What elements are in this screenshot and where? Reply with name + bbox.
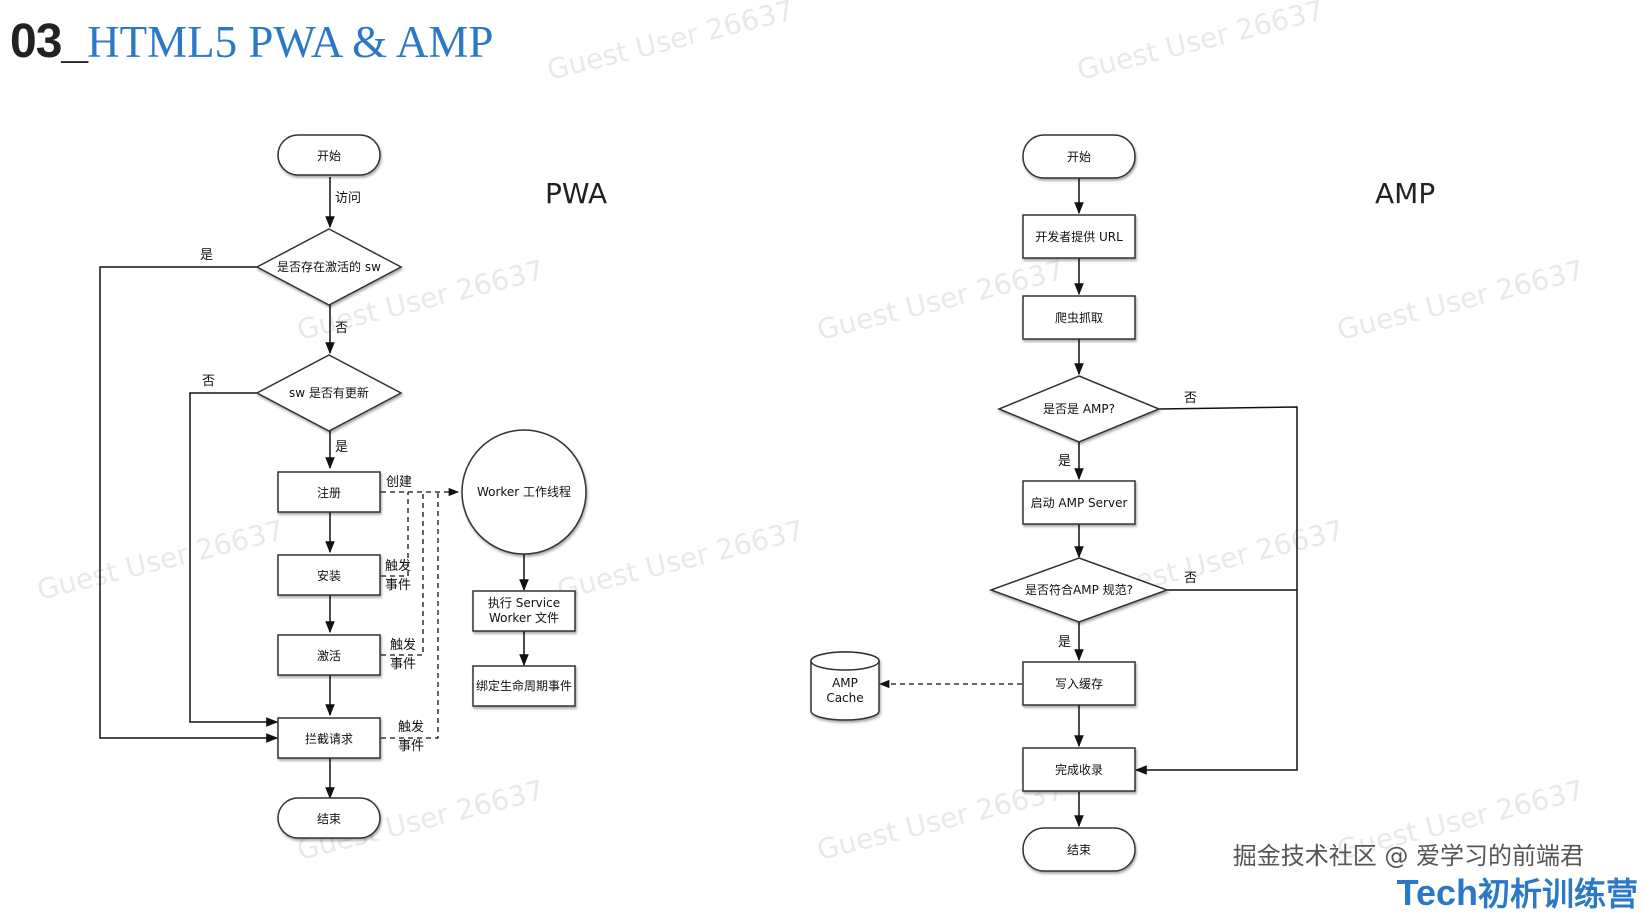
edge-label-no: 否 bbox=[1184, 391, 1197, 406]
edge-label-trigger: 事件 bbox=[398, 739, 424, 754]
amp-start-node: 开始 bbox=[1022, 134, 1136, 179]
edge-label-create: 创建 bbox=[386, 475, 412, 490]
node-label: 安装 bbox=[317, 568, 341, 583]
watermark: Guest User 26637 bbox=[1334, 254, 1587, 347]
node-label: 是否是 AMP? bbox=[1043, 402, 1115, 416]
slide-header: 03_HTML5 PWA & AMP bbox=[10, 14, 493, 69]
edge-label-trigger: 事件 bbox=[390, 657, 416, 672]
amp-write-cache-node: 写入缓存 bbox=[1022, 661, 1136, 706]
node-label: 结束 bbox=[1067, 843, 1091, 857]
node-label: Worker 文件 bbox=[489, 610, 559, 625]
watermark: Guest User 26637 bbox=[554, 514, 807, 607]
amp-flowchart: AMP 否 是 否 是 开始 开发者提供 URL 爬虫抓取 bbox=[810, 134, 1435, 872]
node-label: 注册 bbox=[317, 485, 341, 500]
amp-provide-url-node: 开发者提供 URL bbox=[1022, 214, 1136, 259]
node-label: 执行 Service bbox=[488, 596, 560, 610]
pwa-label: PWA bbox=[545, 177, 607, 210]
pwa-exec-sw-node: 执行 Service Worker 文件 bbox=[472, 590, 576, 632]
pwa-end-node: 结束 bbox=[277, 797, 381, 839]
pwa-intercept-node: 拦截请求 bbox=[277, 717, 381, 759]
slide-number: 03_ bbox=[10, 15, 88, 68]
watermark: Guest User 26637 bbox=[34, 514, 287, 607]
node-label: 写入缓存 bbox=[1055, 677, 1103, 691]
amp-complete-node: 完成收录 bbox=[1022, 747, 1136, 792]
watermarks: Guest User 26637 Guest User 26637 Guest … bbox=[34, 0, 1587, 867]
amp-label: AMP bbox=[1375, 177, 1435, 210]
brand-cn: 初析训练营 bbox=[1477, 875, 1638, 913]
pwa-bind-events-node: 绑定生命周期事件 bbox=[472, 665, 576, 707]
node-label: 开始 bbox=[1067, 150, 1091, 164]
pwa-register-node: 注册 bbox=[277, 471, 381, 513]
amp-end-node: 结束 bbox=[1022, 827, 1136, 872]
edge-label-no: 否 bbox=[1184, 571, 1197, 586]
footer-credit: 掘金技术社区 @ 爱学习的前端君 bbox=[1232, 842, 1584, 870]
amp-cache-database: AMP Cache bbox=[810, 651, 880, 721]
edge-label-yes: 是 bbox=[335, 440, 348, 455]
amp-start-server-node: 启动 AMP Server bbox=[1022, 480, 1136, 525]
edge-label-yes: 是 bbox=[1058, 454, 1071, 469]
edge-label-visit: 访问 bbox=[335, 191, 361, 206]
node-label: 是否存在激活的 sw bbox=[277, 259, 381, 274]
amp-conforms-decision: 是否符合AMP 规范? bbox=[988, 557, 1170, 623]
edge-label-no: 否 bbox=[202, 374, 215, 389]
watermark: Guest User 26637 bbox=[1074, 0, 1327, 87]
edge-label-yes: 是 bbox=[1058, 635, 1071, 650]
node-label: 是否符合AMP 规范? bbox=[1025, 582, 1133, 597]
pwa-worker-thread-node: Worker 工作线程 bbox=[461, 429, 587, 555]
brand-logo: Tech初析训练营 bbox=[1397, 869, 1638, 915]
amp-is-amp-decision: 是否是 AMP? bbox=[997, 375, 1161, 443]
brand-tech: Tech bbox=[1396, 872, 1478, 913]
node-label: 启动 AMP Server bbox=[1031, 496, 1128, 510]
edge-label-trigger: 事件 bbox=[385, 578, 411, 593]
node-label: 结束 bbox=[317, 812, 341, 826]
node-label: 绑定生命周期事件 bbox=[476, 678, 572, 693]
edge-label-trigger: 触发 bbox=[385, 558, 411, 574]
node-label: sw 是否有更新 bbox=[289, 385, 369, 400]
slide-title: HTML5 PWA & AMP bbox=[87, 17, 494, 67]
node-label: 完成收录 bbox=[1055, 762, 1103, 777]
node-label: 开发者提供 URL bbox=[1035, 229, 1123, 244]
node-label: 开始 bbox=[317, 149, 341, 163]
edge-label-trigger: 触发 bbox=[390, 637, 416, 653]
pwa-start-node: 开始 bbox=[277, 134, 381, 176]
node-label: 拦截请求 bbox=[305, 732, 353, 746]
edge-label-trigger: 触发 bbox=[398, 719, 424, 735]
pwa-install-node: 安装 bbox=[277, 554, 381, 596]
node-label: AMP bbox=[832, 676, 858, 690]
node-label: Cache bbox=[826, 691, 863, 705]
watermark: Guest User 26637 bbox=[544, 0, 797, 87]
amp-crawl-node: 爬虫抓取 bbox=[1022, 295, 1136, 340]
pwa-check-sw-decision: 是否存在激活的 sw bbox=[255, 228, 403, 306]
pwa-sw-update-decision: sw 是否有更新 bbox=[255, 354, 403, 432]
node-label: Worker 工作线程 bbox=[477, 484, 571, 499]
node-label: 激活 bbox=[317, 649, 341, 663]
node-label: 爬虫抓取 bbox=[1055, 311, 1103, 325]
edge-label-yes: 是 bbox=[200, 248, 213, 263]
edge-label-no: 否 bbox=[335, 321, 348, 336]
pwa-activate-node: 激活 bbox=[277, 634, 381, 676]
pwa-flowchart: PWA 访问 是 否 否 是 创建 触发 事件 触发 事件 触发 事件 bbox=[99, 134, 607, 839]
